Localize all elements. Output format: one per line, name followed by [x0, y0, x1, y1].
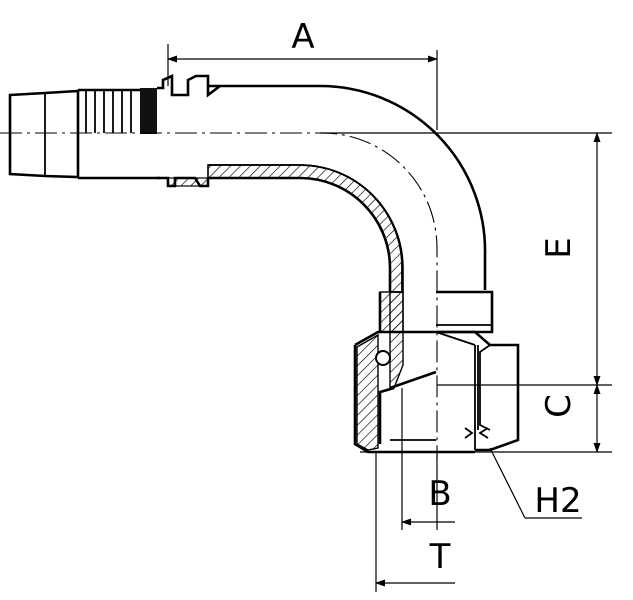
label-e: E	[539, 237, 579, 258]
leader-h2: H2	[489, 447, 582, 521]
dimension-e: E	[320, 132, 612, 386]
center-line	[0, 132, 438, 460]
o-ring-groove	[140, 88, 157, 134]
dimension-t: T	[375, 452, 455, 592]
label-b: B	[428, 474, 451, 514]
swivel-nut	[353, 290, 520, 454]
elbow-body	[167, 84, 487, 293]
tail-barbs	[78, 88, 160, 180]
dimension-b: B	[401, 388, 455, 530]
hose-tail	[8, 73, 221, 188]
label-c: C	[539, 394, 579, 418]
dimension-c: C	[360, 384, 612, 453]
label-t: T	[429, 537, 451, 577]
label-a: A	[291, 17, 314, 57]
locking-ball	[375, 350, 391, 366]
dimension-a: A	[167, 17, 438, 130]
section-hatch	[207, 164, 404, 293]
label-h2: H2	[534, 481, 581, 521]
